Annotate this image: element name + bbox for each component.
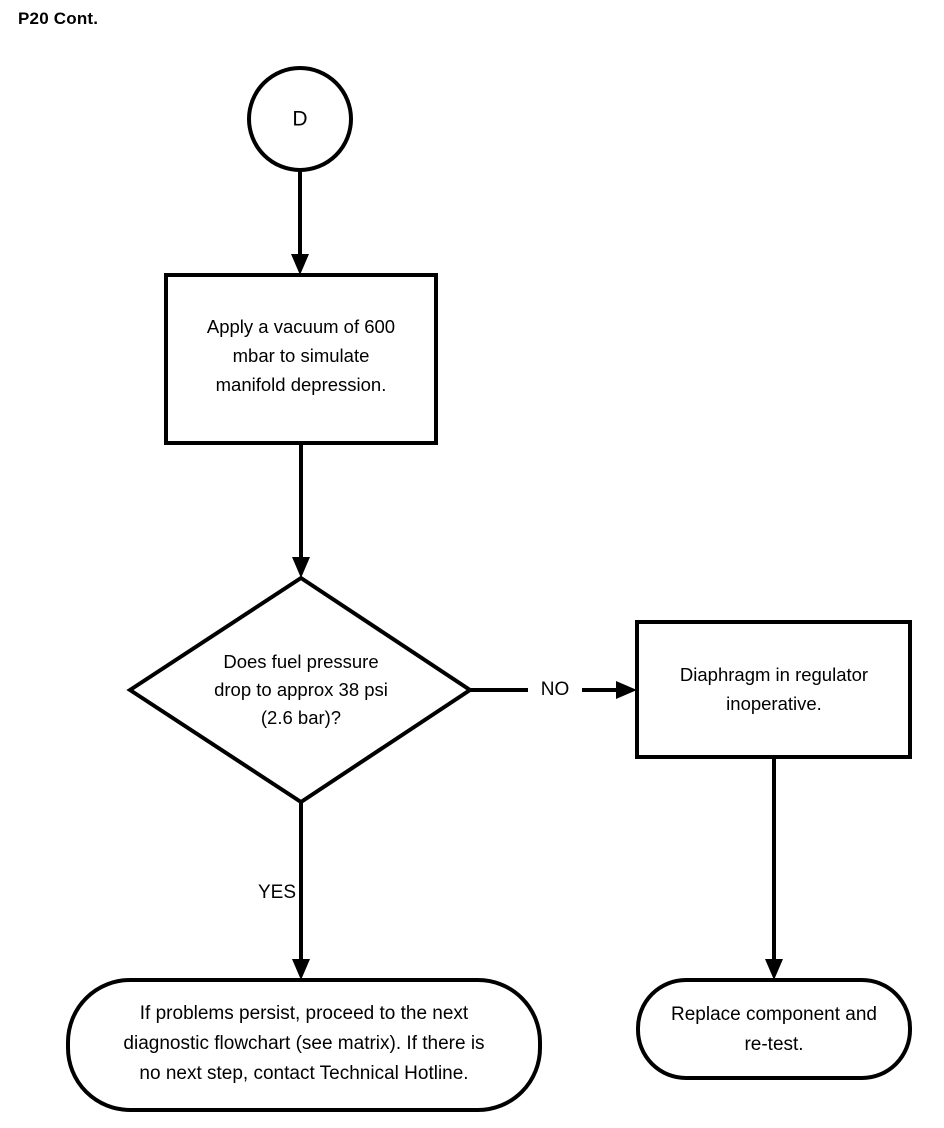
- process-apply-vacuum-line-3: manifold depression.: [216, 374, 387, 395]
- process-box-shape: [635, 620, 912, 759]
- edge-decision-yes-to-terminator: YES: [258, 802, 310, 980]
- process-apply-vacuum-line-1: Apply a vacuum of 600: [207, 316, 395, 337]
- arrow-head-icon: [616, 681, 637, 699]
- process-diaphragm-line-1: Diaphragm in regulator: [680, 664, 868, 685]
- decision-line-1: Does fuel pressure: [223, 651, 378, 672]
- terminator-next-line-1: If problems persist, proceed to the next: [140, 1003, 469, 1024]
- process-apply-vacuum-line-2: mbar to simulate: [233, 345, 370, 366]
- node-decision-fuel-pressure[interactable]: Does fuel pressure drop to approx 38 psi…: [126, 575, 474, 805]
- decision-line-2: drop to approx 38 psi: [214, 679, 388, 700]
- process-diaphragm-line-2: inoperative.: [726, 693, 822, 714]
- edge-decision-no-to-diaphragm: NO: [470, 679, 637, 700]
- arrow-head-icon: [765, 959, 783, 980]
- arrow-head-icon: [291, 254, 309, 275]
- node-connector-d[interactable]: D: [247, 66, 353, 172]
- terminator-shape: [636, 978, 912, 1080]
- arrow-head-icon: [292, 557, 310, 578]
- terminator-next-line-3: no next step, contact Technical Hotline.: [139, 1063, 468, 1084]
- edge-apply-vacuum-to-decision: [292, 443, 310, 578]
- node-process-apply-vacuum[interactable]: Apply a vacuum of 600 mbar to simulate m…: [164, 273, 438, 445]
- edge-diaphragm-to-terminator: [765, 757, 783, 980]
- connector-d-label: D: [292, 108, 307, 131]
- terminator-replace-line-1: Replace component and: [671, 1004, 877, 1025]
- terminator-next-line-2: diagnostic flowchart (see matrix). If th…: [123, 1033, 484, 1054]
- page-title: P20 Cont.: [18, 9, 99, 28]
- node-terminator-replace-component[interactable]: Replace component and re-test.: [636, 978, 912, 1080]
- process-box-shape: [164, 273, 438, 445]
- node-terminator-next-flowchart[interactable]: If problems persist, proceed to the next…: [66, 978, 542, 1112]
- edge-label-yes: YES: [258, 882, 296, 903]
- decision-line-3: (2.6 bar)?: [261, 707, 341, 728]
- arrow-head-icon: [292, 959, 310, 980]
- edge-label-no: NO: [541, 679, 570, 700]
- terminator-shape: [66, 978, 542, 1112]
- node-process-diaphragm[interactable]: Diaphragm in regulator inoperative.: [635, 620, 912, 759]
- terminator-replace-line-2: re-test.: [744, 1034, 803, 1055]
- edge-connector-to-apply-vacuum: [291, 170, 309, 275]
